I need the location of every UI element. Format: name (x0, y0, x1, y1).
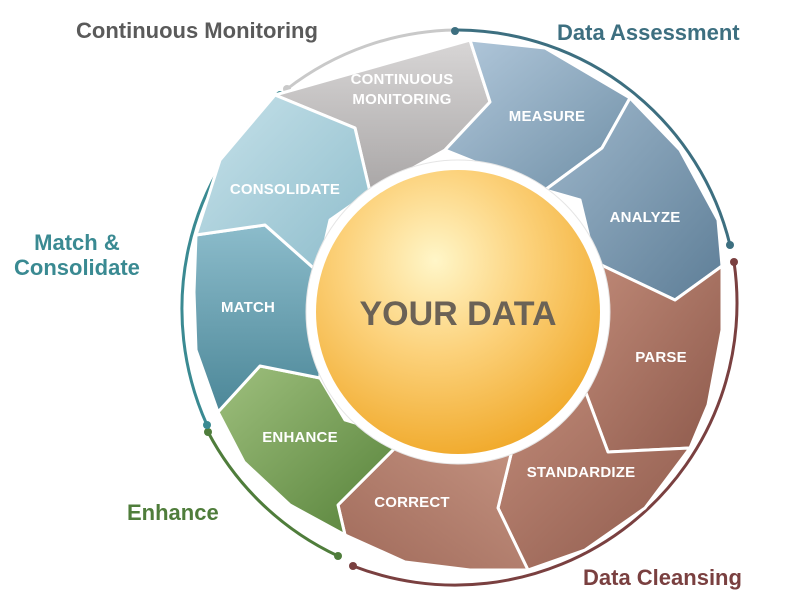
phase-arc-monitoring (286, 28, 456, 91)
phase-arc-enhance (206, 431, 339, 558)
step-label-correct: CORRECT (374, 494, 450, 511)
step-label-match: MATCH (221, 299, 275, 316)
phase-title-match-line1: Match & (34, 230, 120, 255)
step-label-continuous-2: MONITORING (352, 91, 451, 108)
step-label-enhance: ENHANCE (262, 429, 338, 446)
step-label-standardize: STANDARDIZE (527, 464, 636, 481)
phase-title-match: Match & Consolidate (14, 230, 140, 280)
step-label-measure: MEASURE (509, 108, 585, 125)
step-label-consolidate: CONSOLIDATE (230, 181, 340, 198)
phase-title-assessment: Data Assessment (557, 20, 740, 45)
phase-title-monitoring: Continuous Monitoring (76, 18, 318, 43)
phase-title-cleansing: Data Cleansing (583, 565, 742, 590)
phase-title-match-line2: Consolidate (14, 255, 140, 280)
center-circle (316, 170, 600, 454)
step-label-parse: PARSE (635, 349, 687, 366)
step-label-continuous-1: CONTINUOUS (351, 71, 454, 88)
center-label: YOUR DATA (359, 295, 556, 333)
phase-arc-cleansing (352, 261, 739, 587)
step-label-analyze: ANALYZE (610, 209, 681, 226)
phase-title-enhance: Enhance (127, 500, 219, 525)
phase-arc-assessment (457, 28, 732, 246)
